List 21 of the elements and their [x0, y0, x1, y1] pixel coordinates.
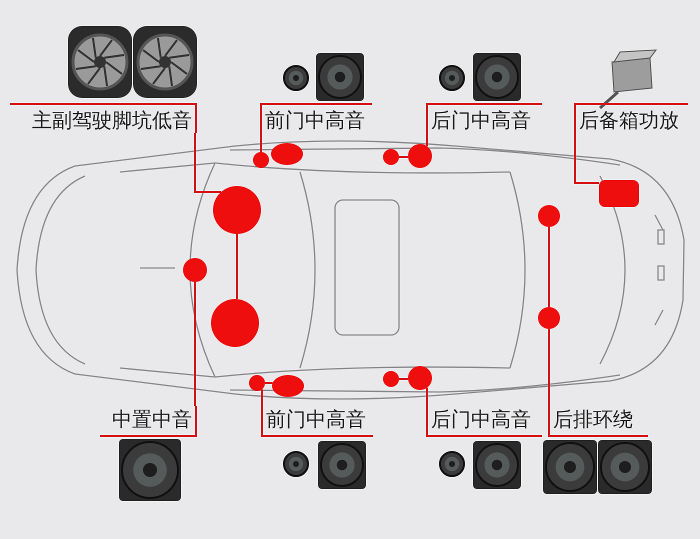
leader-line — [426, 388, 428, 406]
leader-line — [260, 133, 262, 152]
leader-line — [399, 378, 408, 380]
leader-line — [261, 389, 263, 406]
leader-line — [194, 282, 196, 406]
speaker-label: 主副驾驶脚坑低音 — [10, 103, 197, 133]
leader-line — [426, 133, 428, 146]
speaker-label: 中置中音 — [100, 406, 197, 437]
leader-line — [548, 329, 550, 406]
speaker-label: 后备箱功放 — [574, 103, 688, 133]
speaker-label: 后门中高音 — [426, 406, 542, 437]
speaker-label: 后门中高音 — [426, 103, 542, 133]
leader-line — [399, 156, 408, 158]
leader-line — [265, 382, 273, 384]
speaker-label: 前门中高音 — [260, 103, 372, 133]
speaker-label: 后排环绕 — [548, 406, 648, 437]
leader-line — [574, 133, 599, 184]
leader-line — [236, 234, 238, 300]
speaker-label: 前门中高音 — [261, 406, 373, 437]
leader-line — [548, 227, 550, 307]
leader-line — [194, 133, 222, 193]
